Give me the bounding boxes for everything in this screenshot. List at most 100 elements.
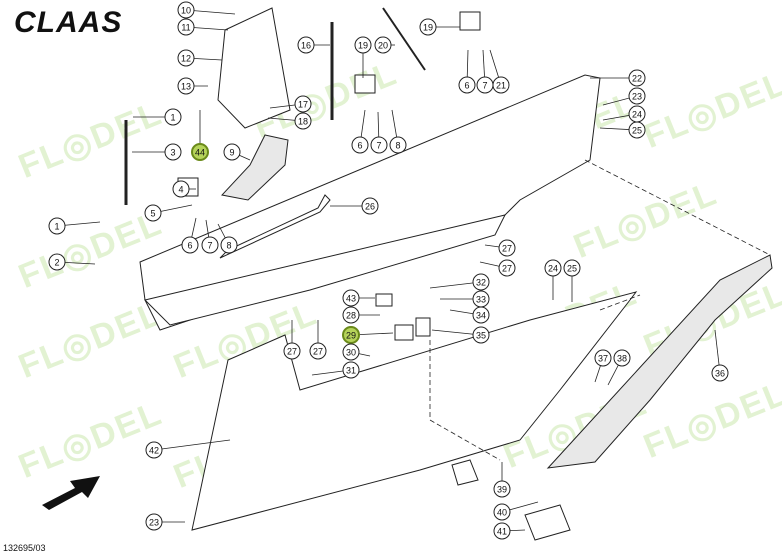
callout-18[interactable]: 18 [294, 112, 312, 130]
callout-1[interactable]: 1 [48, 217, 66, 235]
alignment-line [599, 294, 641, 311]
callout-number: 23 [149, 518, 159, 528]
handle-lower [451, 459, 479, 486]
callout-number: 3 [170, 148, 175, 158]
callout-number: 4 [178, 185, 183, 195]
callout-29[interactable]: 29 [342, 326, 360, 344]
callout-number: 40 [497, 508, 507, 518]
leader-line [153, 439, 231, 451]
callout-number: 12 [181, 54, 191, 64]
callout-19[interactable]: 19 [354, 36, 372, 54]
callout-27[interactable]: 27 [498, 259, 516, 277]
callout-6[interactable]: 6 [351, 136, 369, 154]
callout-7[interactable]: 7 [370, 136, 388, 154]
callout-6[interactable]: 6 [458, 76, 476, 94]
callout-37[interactable]: 37 [594, 349, 612, 367]
callout-25[interactable]: 25 [628, 121, 646, 139]
callout-27[interactable]: 27 [498, 239, 516, 257]
callout-41[interactable]: 41 [493, 522, 511, 540]
callout-number: 25 [567, 264, 577, 274]
callout-number: 33 [476, 295, 486, 305]
callout-44[interactable]: 44 [191, 143, 209, 161]
callout-30[interactable]: 30 [342, 343, 360, 361]
lower-skirt [144, 214, 506, 326]
lower-side-panel [191, 291, 638, 531]
callout-number: 28 [346, 311, 356, 321]
callout-43[interactable]: 43 [342, 289, 360, 307]
callout-number: 22 [632, 74, 642, 84]
callout-36[interactable]: 36 [711, 364, 729, 382]
callout-12[interactable]: 12 [177, 49, 195, 67]
hood-panel [217, 7, 291, 129]
callout-number: 8 [226, 241, 231, 251]
callout-26[interactable]: 26 [361, 197, 379, 215]
claas-logo: CLAAS [14, 6, 123, 39]
callout-3[interactable]: 3 [164, 143, 182, 161]
callout-number: 11 [181, 23, 190, 33]
callout-number: 19 [358, 41, 368, 51]
callout-21[interactable]: 21 [492, 76, 510, 94]
callout-7[interactable]: 7 [476, 76, 494, 94]
callout-23[interactable]: 23 [628, 87, 646, 105]
callout-4[interactable]: 4 [172, 180, 190, 198]
callout-number: 21 [496, 81, 506, 91]
callout-1[interactable]: 1 [164, 108, 182, 126]
callout-5[interactable]: 5 [144, 204, 162, 222]
callout-number: 6 [187, 241, 192, 251]
callout-13[interactable]: 13 [177, 77, 195, 95]
callout-19[interactable]: 19 [419, 18, 437, 36]
callout-number: 29 [346, 331, 356, 341]
callout-42[interactable]: 42 [145, 441, 163, 459]
callout-number: 39 [497, 485, 507, 495]
callout-number: 1 [170, 113, 175, 123]
callout-number: 1 [54, 222, 59, 232]
callout-number: 7 [376, 141, 381, 151]
callout-number: 7 [207, 241, 212, 251]
callout-31[interactable]: 31 [342, 361, 360, 379]
callout-24[interactable]: 24 [628, 105, 646, 123]
callout-32[interactable]: 32 [472, 273, 490, 291]
callout-11[interactable]: 11 [177, 18, 195, 36]
big-seal [546, 254, 773, 469]
callout-8[interactable]: 8 [220, 236, 238, 254]
callout-28[interactable]: 28 [342, 306, 360, 324]
callout-34[interactable]: 34 [472, 306, 490, 324]
bracket-19-upper [459, 11, 481, 31]
callout-40[interactable]: 40 [493, 503, 511, 521]
callout-number: 26 [365, 202, 375, 212]
callout-number: 8 [395, 141, 400, 151]
callout-number: 24 [632, 110, 642, 120]
latch-29 [394, 324, 414, 341]
callout-number: 31 [346, 366, 356, 376]
callout-9[interactable]: 9 [223, 143, 241, 161]
callout-number: 24 [548, 264, 558, 274]
callout-number: 38 [617, 354, 627, 364]
callout-33[interactable]: 33 [472, 290, 490, 308]
callout-16[interactable]: 16 [297, 36, 315, 54]
callout-number: 17 [298, 100, 308, 110]
callout-number: 2 [54, 258, 59, 268]
callout-8[interactable]: 8 [389, 136, 407, 154]
callout-7[interactable]: 7 [201, 236, 219, 254]
callout-20[interactable]: 20 [374, 36, 392, 54]
callout-number: 6 [464, 81, 469, 91]
callout-35[interactable]: 35 [472, 326, 490, 344]
callout-number: 7 [482, 81, 487, 91]
callout-39[interactable]: 39 [493, 480, 511, 498]
callout-10[interactable]: 10 [177, 1, 195, 19]
callout-2[interactable]: 2 [48, 253, 66, 271]
callout-number: 20 [378, 41, 388, 51]
callout-number: 18 [298, 117, 308, 127]
callout-23[interactable]: 23 [145, 513, 163, 531]
callout-number: 41 [497, 527, 507, 537]
callout-24[interactable]: 24 [544, 259, 562, 277]
callout-38[interactable]: 38 [613, 349, 631, 367]
callout-22[interactable]: 22 [628, 69, 646, 87]
callout-25[interactable]: 25 [563, 259, 581, 277]
callout-27[interactable]: 27 [283, 342, 301, 360]
callout-17[interactable]: 17 [294, 95, 312, 113]
callout-6[interactable]: 6 [181, 236, 199, 254]
callout-27[interactable]: 27 [309, 342, 327, 360]
direction-arrow [42, 476, 100, 510]
